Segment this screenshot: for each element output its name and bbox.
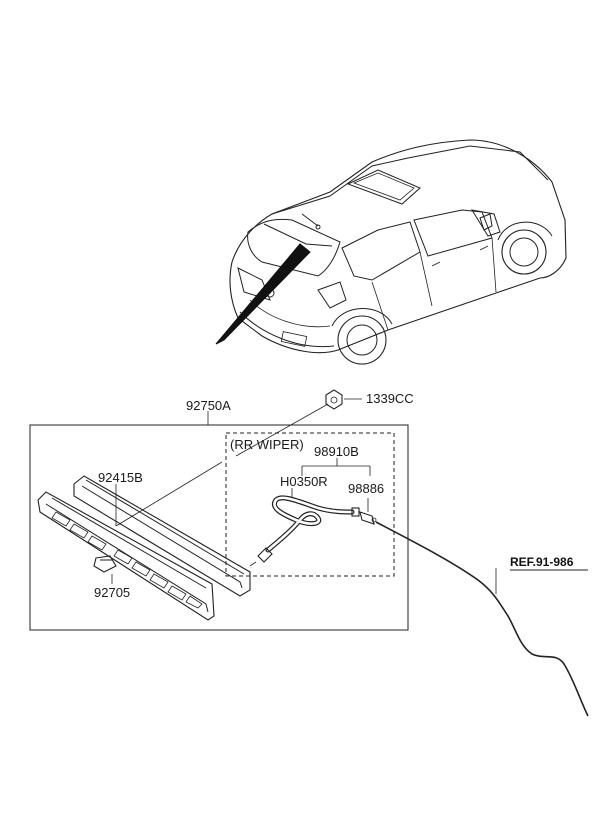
label-1339CC: 1339CC (366, 391, 414, 406)
label-92750A: 92750A (186, 398, 231, 413)
rr-wiper-group-frame (225, 432, 395, 577)
hex-nut-icon (325, 389, 343, 410)
washer-nozzle-icon (359, 511, 377, 525)
car-rear-three-quarter-icon (229, 139, 567, 365)
label-92415B: 92415B (98, 470, 143, 485)
washer-tube (375, 521, 589, 717)
washer-hose-icon (249, 495, 360, 567)
label-reference: REF.91-986 (510, 555, 574, 569)
label-H0350R: H0350R (280, 474, 328, 489)
label-98910B: 98910B (314, 444, 359, 459)
bulb-socket-icon (93, 555, 117, 573)
label-98886: 98886 (348, 481, 384, 496)
assembly-frame (29, 424, 409, 631)
high-mount-stop-lamp-icon (37, 475, 251, 621)
label-92705: 92705 (94, 585, 130, 600)
label-rr-wiper: (RR WIPER) (230, 437, 304, 452)
wedge-arrow-icon (215, 243, 311, 345)
